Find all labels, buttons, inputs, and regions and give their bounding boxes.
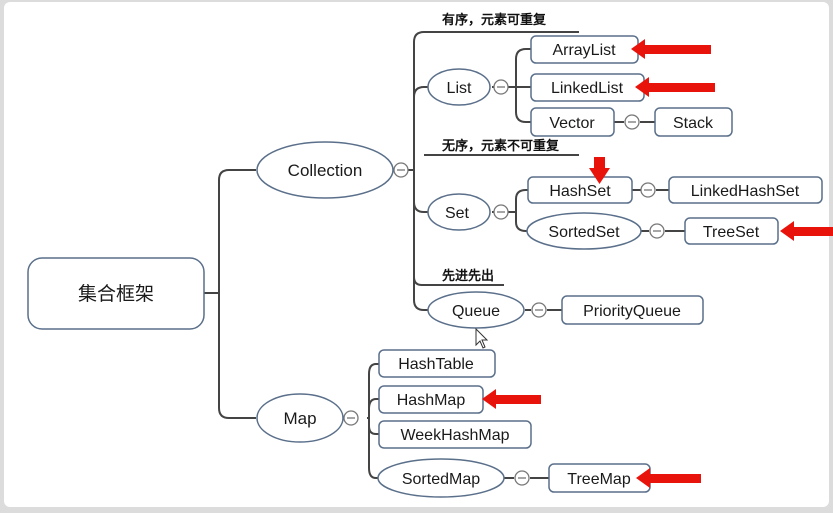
treeset-node[interactable]: TreeSet	[684, 217, 779, 245]
list-node[interactable]: List	[427, 68, 491, 106]
hashset-node[interactable]: HashSet	[527, 176, 633, 204]
hashset-collapse-toggle[interactable]	[640, 182, 656, 198]
sortedset-collapse-toggle[interactable]	[649, 223, 665, 239]
mind-map-canvas: 有序，元素可重复 无序，元素不可重复 先进先出 集合框架 Collection …	[4, 2, 833, 507]
list-note: 有序，元素可重复	[442, 12, 547, 28]
hashtable-node[interactable]: HashTable	[378, 349, 496, 378]
sortedmap-node[interactable]: SortedMap	[377, 458, 505, 498]
mouse-cursor-icon	[475, 327, 489, 349]
highlight-arrows	[482, 39, 833, 488]
root-label: 集合框架	[78, 283, 154, 305]
arraylist-node[interactable]: ArrayList	[530, 35, 639, 64]
mind-map-diagram: 有序，元素可重复 无序，元素不可重复 先进先出 集合框架 Collection …	[27, 12, 833, 498]
set-note: 无序，元素不可重复	[441, 138, 560, 154]
sortedmap-label: SortedMap	[402, 471, 480, 488]
vector-label: Vector	[549, 115, 595, 132]
map-node[interactable]: Map	[256, 393, 344, 443]
hashmap-node[interactable]: HashMap	[378, 385, 484, 414]
sortedmap-collapse-toggle[interactable]	[514, 470, 530, 486]
treemap-label: TreeMap	[567, 471, 631, 488]
queue-note: 先进先出	[442, 268, 494, 284]
stack-label: Stack	[673, 115, 714, 132]
hashmap-arrow-icon	[482, 389, 541, 409]
weekhashmap-label: WeekHashMap	[400, 427, 509, 444]
sortedset-label: SortedSet	[548, 224, 620, 241]
queue-collapse-toggle[interactable]	[531, 302, 547, 318]
vector-collapse-toggle[interactable]	[624, 114, 640, 130]
priorityqueue-node[interactable]: PriorityQueue	[561, 295, 704, 325]
linkedlist-node[interactable]: LinkedList	[530, 73, 645, 102]
arraylist-arrow-icon	[631, 39, 711, 59]
stack-node[interactable]: Stack	[654, 107, 733, 137]
hashset-arrow-icon	[589, 157, 610, 184]
treemap-node[interactable]: TreeMap	[548, 463, 651, 493]
weekhashmap-node[interactable]: WeekHashMap	[378, 420, 532, 449]
priorityqueue-label: PriorityQueue	[583, 303, 681, 320]
arraylist-label: ArrayList	[552, 42, 616, 59]
collection-label: Collection	[288, 161, 363, 180]
set-collapse-toggle[interactable]	[493, 204, 509, 220]
map-label: Map	[283, 409, 316, 428]
collection-node[interactable]: Collection	[256, 141, 394, 199]
queue-label: Queue	[452, 303, 500, 320]
hashmap-label: HashMap	[397, 392, 466, 409]
list-label: List	[447, 80, 472, 97]
vector-node[interactable]: Vector	[530, 107, 615, 137]
linkedlist-arrow-icon	[635, 77, 715, 97]
treeset-arrow-icon	[780, 221, 833, 241]
hashset-label: HashSet	[549, 183, 611, 200]
linkedhashset-label: LinkedHashSet	[691, 183, 800, 200]
set-node[interactable]: Set	[427, 193, 491, 231]
list-collapse-toggle[interactable]	[493, 79, 509, 95]
sortedset-node[interactable]: SortedSet	[526, 212, 642, 250]
treeset-label: TreeSet	[703, 224, 760, 241]
linkedhashset-node[interactable]: LinkedHashSet	[668, 176, 823, 204]
map-collapse-toggle[interactable]	[343, 410, 359, 426]
set-label: Set	[445, 205, 470, 222]
collection-collapse-toggle[interactable]	[393, 162, 409, 178]
queue-node[interactable]: Queue	[427, 291, 525, 329]
linkedlist-label: LinkedList	[551, 80, 624, 97]
root-node[interactable]: 集合框架	[27, 257, 205, 330]
hashtable-label: HashTable	[398, 356, 474, 373]
treemap-arrow-icon	[636, 468, 701, 488]
